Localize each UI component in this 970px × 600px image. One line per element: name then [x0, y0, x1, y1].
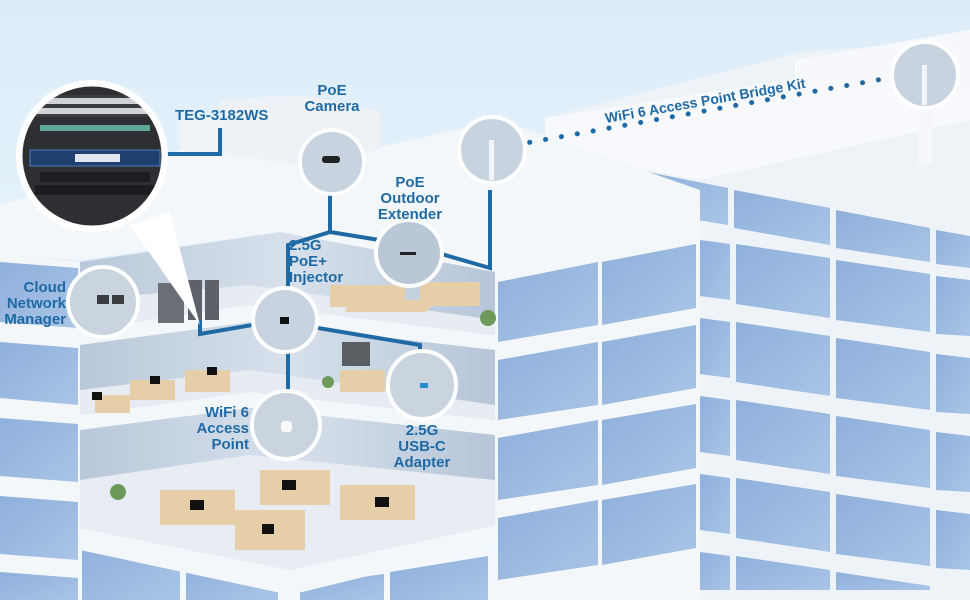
- rack-callout: [16, 80, 168, 232]
- usb-adapter-callout[interactable]: [386, 349, 458, 421]
- usb-label-line: USB-C: [398, 438, 446, 455]
- tower-windows: [700, 240, 970, 590]
- callout-pointer: [130, 212, 200, 325]
- cloud-label-line: Cloud: [23, 279, 67, 296]
- access-point-callout[interactable]: [250, 389, 322, 461]
- ap-label-line: Point: [211, 436, 250, 453]
- usb-label-line: 2.5G: [405, 422, 439, 439]
- extender-label: PoE Outdoor Extender: [372, 175, 448, 223]
- injector-icon: [280, 317, 289, 324]
- camera-icon: [322, 156, 340, 163]
- injector-label-line: Injector: [289, 269, 344, 286]
- extender-label-line: Extender: [377, 206, 443, 223]
- camera-label: PoE Camera: [300, 83, 364, 115]
- injector-label-line: PoE+: [289, 253, 327, 270]
- injector-label-line: 2.5G: [289, 237, 322, 254]
- cloud-manager-label: Cloud Network Manager: [2, 280, 66, 328]
- office-desks: [95, 282, 480, 413]
- usb-adapter-icon: [420, 383, 428, 388]
- cable-lines: [160, 128, 492, 395]
- extender-callout[interactable]: [374, 218, 444, 288]
- bridge-right-callout[interactable]: [890, 40, 960, 110]
- antenna-icon: [922, 65, 927, 105]
- monitor-icon: [97, 295, 109, 304]
- bridge-left-callout[interactable]: [457, 115, 527, 185]
- switch-label: TEG-3182WS: [175, 107, 269, 124]
- ap-label-line: Access: [196, 420, 249, 437]
- camera-callout[interactable]: [298, 128, 366, 196]
- cloud-label-line: Network: [6, 295, 66, 312]
- extender-icon: [400, 252, 416, 255]
- wall-tv: [342, 342, 370, 366]
- usb-label-line: Adapter: [393, 454, 451, 471]
- antenna-pole: [918, 110, 932, 165]
- ap-label-line: WiFi 6: [204, 404, 249, 421]
- extender-label-line: Outdoor: [380, 190, 440, 207]
- camera-label-line: PoE: [317, 82, 347, 99]
- injector-label: 2.5G PoE+ Injector: [289, 238, 343, 286]
- access-point-label: WiFi 6 Access Point: [195, 405, 249, 453]
- extender-label-line: PoE: [395, 174, 425, 191]
- camera-label-line: Camera: [304, 98, 360, 115]
- antenna-icon: [489, 140, 494, 180]
- cloud-label-line: Manager: [4, 311, 66, 328]
- injector-callout[interactable]: [251, 286, 319, 354]
- access-point-icon: [281, 421, 292, 432]
- cloud-callout[interactable]: [66, 265, 140, 339]
- usb-adapter-label: 2.5G USB-C Adapter: [388, 423, 456, 471]
